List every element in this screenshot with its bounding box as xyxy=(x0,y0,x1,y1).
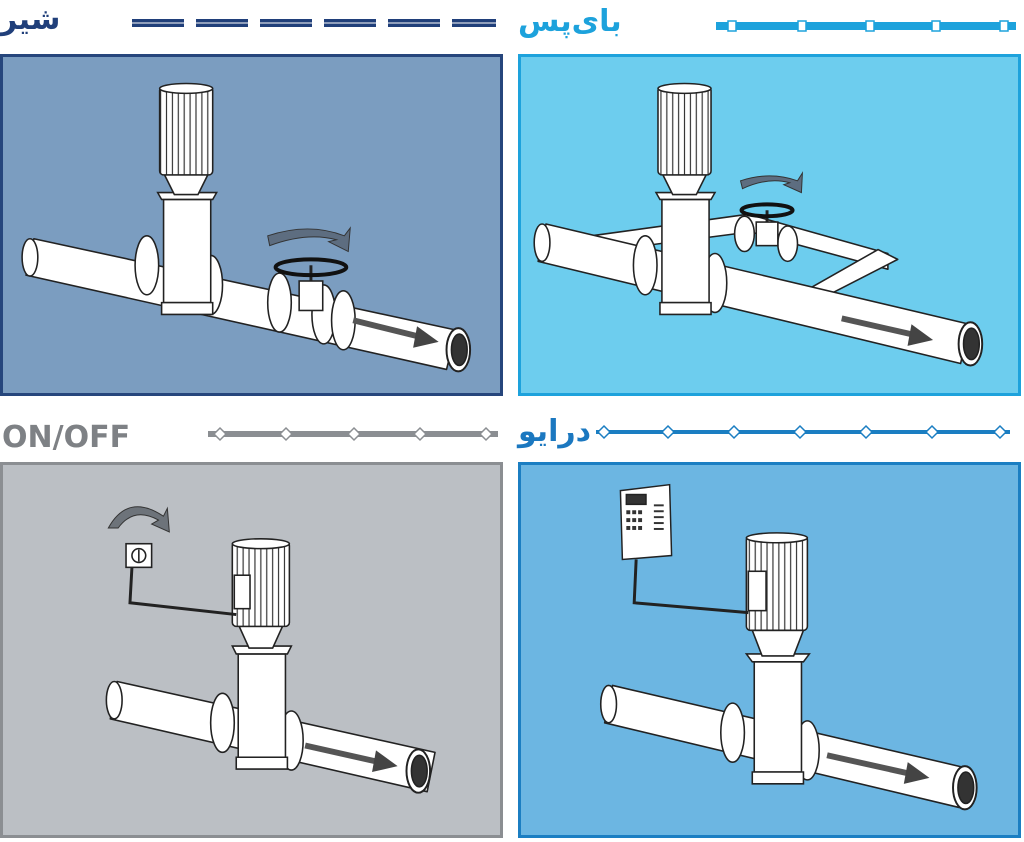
pump-icon xyxy=(231,538,293,770)
valve-panel xyxy=(0,54,503,396)
drive-title-rule xyxy=(596,424,1010,440)
drive-illustration xyxy=(599,483,978,811)
switch-cable xyxy=(128,567,237,617)
flow-arrow-icon xyxy=(352,317,439,348)
bypass-title: بای‌پس xyxy=(518,4,622,39)
drive-title: درایو xyxy=(518,414,592,449)
valve-title: شیر xyxy=(0,2,61,37)
valve-title-rule xyxy=(132,16,496,30)
flow-arrow-icon xyxy=(304,742,398,773)
pump-icon xyxy=(744,532,811,785)
pump-icon xyxy=(156,82,218,316)
rotation-arrow-icon xyxy=(739,171,803,194)
onoff-illustration xyxy=(105,506,436,794)
valve-icon xyxy=(739,202,795,247)
bypass-title-rule xyxy=(716,18,1016,34)
bypass-illustration xyxy=(533,82,984,367)
flow-arrow-icon xyxy=(826,752,930,784)
onoff-panel xyxy=(0,462,503,838)
bypass-panel xyxy=(518,54,1021,396)
pump-icon xyxy=(654,82,717,316)
flow-arrow-icon xyxy=(841,315,934,346)
drive-cable xyxy=(632,559,749,615)
rotary-switch-icon xyxy=(125,542,153,569)
onoff-title-rule xyxy=(208,426,498,442)
drive-panel xyxy=(518,462,1021,838)
valve-icon xyxy=(273,257,349,312)
rotation-arrow-icon xyxy=(107,506,170,533)
valve-illustration xyxy=(21,82,472,373)
rotation-arrow-icon xyxy=(267,226,351,253)
onoff-title: ON/OFF xyxy=(2,420,131,455)
inverter-drive-icon xyxy=(619,483,673,561)
